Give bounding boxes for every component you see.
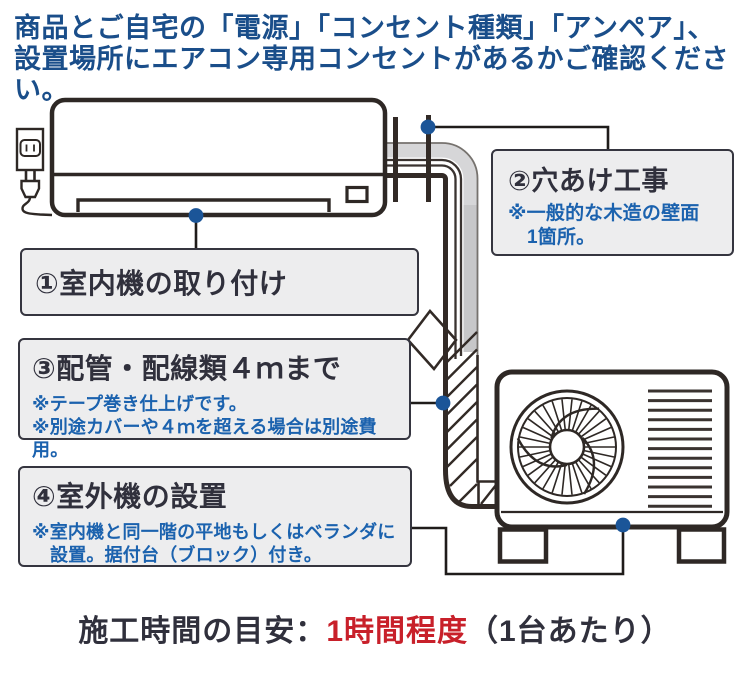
callout-dot-1 xyxy=(188,208,204,223)
fan-swirl xyxy=(516,407,600,495)
step-note-4: ※室内機と同一階の平地もしくはベランダに 設置。据付台（ブロック）付き。 xyxy=(32,521,410,567)
callout-line-2 xyxy=(428,125,610,150)
callout-dot-3 xyxy=(435,395,451,411)
caption-highlight: 1時間程度 xyxy=(326,615,468,648)
step-box-indoor-unit: ①室内機の取り付け xyxy=(20,248,419,316)
fan-icon xyxy=(509,389,625,505)
fan-spokes xyxy=(519,399,615,495)
caption-prefix: 施工時間の目安： xyxy=(78,615,327,648)
step-note-4-line2: 設置。据付台（ブロック）付き。 xyxy=(50,545,323,565)
step-note-2-line2: 1箇所。 xyxy=(527,227,596,248)
step-note-3: ※テープ巻き仕上げです。 ※別途カバーや４ｍを超える場合は別途費用。 xyxy=(32,393,409,462)
power-outlet-icon xyxy=(15,127,45,172)
headline-line1: 商品とご自宅の「電源」「コンセント種類」「アンペア」、 xyxy=(14,13,715,43)
step-box-hole-drilling: ②穴あけ工事 ※一般的な木造の壁面 1箇所。 xyxy=(491,149,734,256)
vent-grille xyxy=(648,389,712,508)
unit-display xyxy=(345,185,369,204)
mounting-block-right xyxy=(676,527,727,564)
duct-pipe xyxy=(380,142,479,359)
callout-line-4 xyxy=(412,526,625,576)
step-label-3: ③配管・配線類４ｍまで xyxy=(32,353,342,384)
indoor-unit-drawing xyxy=(49,97,388,218)
air-outlet-vent xyxy=(76,198,331,212)
step-note-2-line1: ※一般的な木造の壁面 xyxy=(508,203,700,224)
callout-dot-4 xyxy=(615,517,631,533)
step-label-2: ②穴あけ工事 xyxy=(508,166,669,196)
callout-dots xyxy=(188,119,631,533)
step-label-1: ①室内機の取り付け xyxy=(35,268,288,299)
tape-wrapped-pipe xyxy=(380,173,497,509)
callout-dot-2 xyxy=(420,119,436,135)
step-note-4-line1: ※室内機と同一階の平地もしくはベランダに xyxy=(32,522,396,542)
mounting-block-left xyxy=(497,527,549,564)
step-note-3-line2: ※別途カバーや４ｍを超える場合は別途費用。 xyxy=(32,417,377,460)
caption-suffix: （1台あたり） xyxy=(468,615,672,648)
headline-line2: 設置場所にエアコン専用コンセントがあるかご確認ください。 xyxy=(14,44,729,105)
step-note-2: ※一般的な木造の壁面 1箇所。 xyxy=(508,202,732,250)
power-plug-icon xyxy=(20,171,53,217)
installation-time-caption: 施工時間の目安：1時間程度（1台あたり） xyxy=(0,606,750,650)
headline: 商品とご自宅の「電源」「コンセント種類」「アンペア」、 設置場所にエアコン専用コ… xyxy=(14,13,744,106)
step-box-piping: ③配管・配線類４ｍまで ※テープ巻き仕上げです。 ※別途カバーや４ｍを超える場合… xyxy=(18,338,411,460)
step-box-outdoor-unit: ④室外機の設置 ※室内機と同一階の平地もしくはベランダに 設置。据付台（ブロック… xyxy=(18,466,412,567)
step-note-3-line1: ※テープ巻き仕上げです。 xyxy=(32,394,248,414)
step-label-4: ④室外機の設置 xyxy=(32,481,228,512)
